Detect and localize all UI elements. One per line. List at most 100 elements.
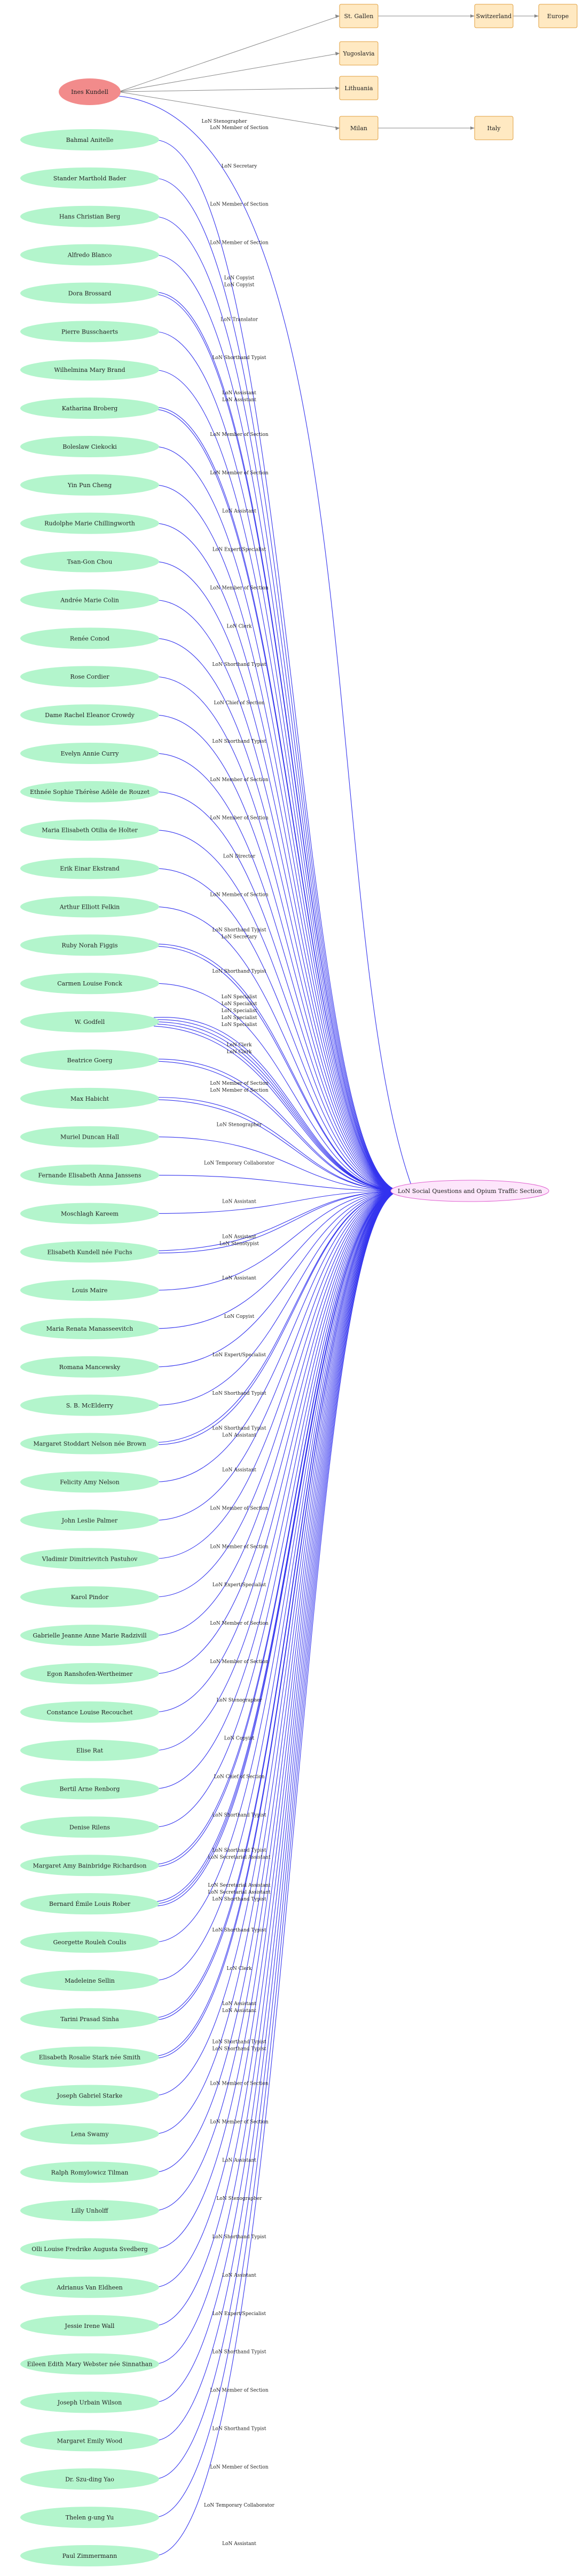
person-node-eileen-edith-mary-webster-n-e-sinnathan[interactable]: Eileen Edith Mary Webster née Sinnathan [20, 2353, 159, 2375]
person-node-arthur-elliott-felkin[interactable]: Arthur Elliott Felkin [20, 896, 159, 918]
edge-vladimir-dimitrievitch-pastuhov-0 [153, 1190, 402, 1559]
edge-label: LoN Director [223, 854, 256, 860]
person-node-thelen-g-ung-yu[interactable]: Thelen g-ung Yu [20, 2507, 159, 2529]
person-node-constance-louise-recouchet[interactable]: Constance Louise Recouchet [20, 1701, 159, 1723]
person-node-olli-louise-fredrike-augusta-svedberg[interactable]: Olli Louise Fredrike Augusta Svedberg [20, 2238, 159, 2260]
person-node-bertil-arne-renborg[interactable]: Bertil Arne Renborg [20, 1778, 159, 1800]
person-node-yin-pun-cheng[interactable]: Yin Pun Cheng [20, 474, 159, 496]
place-node-stgallen[interactable]: St. Gallen [339, 4, 379, 28]
person-node-lena-swamy[interactable]: Lena Swamy [20, 2123, 159, 2145]
root-node[interactable]: Ines Kundell [59, 78, 121, 105]
person-node-rudolphe-marie-chillingworth[interactable]: Rudolphe Marie Chillingworth [20, 512, 159, 534]
person-node-bernard-mile-louis-rober[interactable]: Bernard Émile Louis Rober [20, 1893, 159, 1915]
person-label: Felicity Amy Nelson [60, 1479, 119, 1486]
person-node-max-habicht[interactable]: Max Habicht [20, 1087, 159, 1109]
person-label: Bahmal Anitelle [66, 137, 114, 144]
edge-label: LoN Expert/Specialist [212, 1353, 266, 1358]
person-node-romana-mancewsky[interactable]: Romana Mancewsky [20, 1356, 159, 1378]
person-node-paul-zimmermann[interactable]: Paul Zimmermann [20, 2545, 159, 2566]
person-node-boleslaw-ciekocki[interactable]: Boleslaw Ciekocki [20, 435, 159, 457]
edge-yin-pun-cheng-0 [153, 484, 402, 1191]
person-node-denise-rilens[interactable]: Denise Rilens [20, 1816, 159, 1838]
person-label: Muriel Duncan Hall [60, 1134, 120, 1141]
person-node-hans-christian-berg[interactable]: Hans Christian Berg [20, 205, 159, 227]
place-node-switzerland[interactable]: Switzerland [474, 4, 514, 28]
person-label: Elise Rat [76, 1747, 104, 1754]
place-node-yugoslavia[interactable]: Yugoslavia [339, 41, 379, 66]
edge-label: LoN Assistant [222, 1199, 256, 1204]
person-node-karol-pindor[interactable]: Karol Pindor [20, 1586, 159, 1608]
person-node-s-b-mcelderry[interactable]: S. B. McElderry [20, 1394, 159, 1416]
person-node-pierre-busschaerts[interactable]: Pierre Busschaerts [20, 321, 159, 343]
person-node-ethn-e-sophie-th-r-se-ad-le-de-rouzet[interactable]: Ethnée Sophie Thérèse Adèle de Rouzet [20, 781, 159, 802]
person-node-alfredo-blanco[interactable]: Alfredo Blanco [20, 244, 159, 266]
person-node-fernande-elisabeth-anna-janssens[interactable]: Fernande Elisabeth Anna Janssens [20, 1164, 159, 1186]
person-node-egon-ranshofen-wertheimer[interactable]: Egon Ranshofen-Wertheimer [20, 1663, 159, 1684]
person-node-rose-cordier[interactable]: Rose Cordier [20, 666, 159, 688]
person-ellipse [20, 2545, 159, 2566]
place-node-lithuania[interactable]: Lithuania [339, 76, 379, 100]
person-node-dora-brossard[interactable]: Dora Brossard [20, 282, 159, 304]
person-node-moschlagh-kareem[interactable]: Moschlagh Kareem [20, 1203, 159, 1225]
person-node-georgette-rouleh-coulis[interactable]: Georgette Rouleh Coulis [20, 1931, 159, 1953]
place-box [339, 116, 379, 140]
place-node-italy[interactable]: Italy [474, 116, 514, 140]
person-node-john-leslie-palmer[interactable]: John Leslie Palmer [20, 1509, 159, 1531]
person-node-carmen-louise-fonck[interactable]: Carmen Louise Fonck [20, 973, 159, 995]
person-node-tarini-prasad-sinha[interactable]: Tarini Prasad Sinha [20, 2008, 159, 2030]
person-node-ren-e-conod[interactable]: Renée Conod [20, 627, 159, 649]
person-node-margaret-amy-bainbridge-richardson[interactable]: Margaret Amy Bainbridge Richardson [20, 1855, 159, 1877]
edge-andr-e-marie-colin-0 [153, 599, 402, 1191]
person-node-dr-szu-ding-yao[interactable]: Dr. Szu-ding Yao [20, 2468, 159, 2490]
person-node-elise-rat[interactable]: Elise Rat [20, 1739, 159, 1761]
person-ellipse [20, 321, 159, 343]
person-node-adrianus-van-eldheen[interactable]: Adrianus Van Eldheen [20, 2276, 159, 2298]
person-node-ruby-norah-figgis[interactable]: Ruby Norah Figgis [20, 934, 159, 956]
person-node-muriel-duncan-hall[interactable]: Muriel Duncan Hall [20, 1126, 159, 1148]
person-node-gabrielle-jeanne-anne-marie-radzivill[interactable]: Gabrielle Jeanne Anne Marie Radzivill [20, 1625, 159, 1647]
person-node-beatrice-goerg[interactable]: Beatrice Goerg [20, 1049, 159, 1071]
person-node-maria-renata-manasseevitch[interactable]: Maria Renata Manasseevitch [20, 1318, 159, 1340]
person-label: Bertil Arne Renborg [60, 1786, 120, 1793]
hub-node[interactable]: LoN Social Questions and Opium Traffic S… [390, 1180, 549, 1202]
person-node-maria-elisabeth-otilia-de-holter[interactable]: Maria Elisabeth Otilia de Holter [20, 819, 159, 841]
person-node-evelyn-annie-curry[interactable]: Evelyn Annie Curry [20, 742, 159, 764]
person-node-louis-maire[interactable]: Louis Maire [20, 1279, 159, 1301]
edge-bernard-mile-louis-rober-2 [153, 1190, 402, 1906]
person-node-andr-e-marie-colin[interactable]: Andrée Marie Colin [20, 589, 159, 611]
person-node-felicity-amy-nelson[interactable]: Felicity Amy Nelson [20, 1471, 159, 1493]
person-node-ralph-romylowicz-tilman[interactable]: Ralph Romylowicz Tilman [20, 2161, 159, 2183]
edge-arrowhead [335, 52, 340, 55]
person-node-vladimir-dimitrievitch-pastuhov[interactable]: Vladimir Dimitrievitch Pastuhov [20, 1548, 159, 1570]
edge-arrowhead [335, 126, 340, 130]
person-node-katharina-broberg[interactable]: Katharina Broberg [20, 397, 159, 419]
person-label: Tarini Prasad Sinha [60, 2016, 119, 2023]
person-node-elisabeth-kundell-n-e-fuchs[interactable]: Elisabeth Kundell née Fuchs [20, 1241, 159, 1263]
edge-felicity-amy-nelson-0 [153, 1190, 402, 1483]
person-node-madeleine-sellin[interactable]: Madeleine Sellin [20, 1969, 159, 1991]
person-node-w-godfell[interactable]: W. Godfell [20, 1011, 159, 1033]
person-node-jessie-irene-wall[interactable]: Jessie Irene Wall [20, 2315, 159, 2336]
person-node-joseph-gabriel-starke[interactable]: Joseph Gabriel Starke [20, 2085, 159, 2106]
edge-label: LoN Secretary [222, 164, 258, 169]
edge-label: LoN Temporary Collaborator [204, 1161, 275, 1166]
person-node-wilhelmina-mary-brand[interactable]: Wilhelmina Mary Brand [20, 359, 159, 381]
person-ellipse [20, 167, 159, 189]
person-node-margaret-emily-wood[interactable]: Margaret Emily Wood [20, 2430, 159, 2452]
place-node-milan[interactable]: Milan [339, 116, 379, 140]
person-label: Max Habicht [70, 1095, 109, 1102]
person-node-erik-einar-ekstrand[interactable]: Erik Einar Ekstrand [20, 857, 159, 879]
person-node-margaret-stoddart-nelson-n-e-brown[interactable]: Margaret Stoddart Nelson née Brown [20, 1433, 159, 1454]
person-node-joseph-urbain-wilson[interactable]: Joseph Urbain Wilson [20, 2391, 159, 2413]
person-node-elisabeth-rosalie-stark-n-e-smith[interactable]: Elisabeth Rosalie Stark née Smith [20, 2046, 159, 2068]
person-node-dame-rachel-eleanor-crowdy[interactable]: Dame Rachel Eleanor Crowdy [20, 704, 159, 726]
place-node-europe[interactable]: Europe [538, 4, 578, 28]
person-node-tsan-gon-chou[interactable]: Tsan-Gon Chou [20, 551, 159, 573]
person-ellipse [20, 973, 159, 995]
person-node-stander-marthold-bader[interactable]: Stander Marthold Bader [20, 167, 159, 189]
person-node-lilly-unholff[interactable]: Lilly Unholff [20, 2200, 159, 2222]
person-label: Elisabeth Kundell née Fuchs [47, 1249, 132, 1255]
edge-root-stgallen [118, 15, 340, 92]
edge-label: LoN Member of Section [210, 1659, 269, 1665]
person-node-bahmal-anitelle[interactable]: Bahmal Anitelle [20, 129, 159, 150]
